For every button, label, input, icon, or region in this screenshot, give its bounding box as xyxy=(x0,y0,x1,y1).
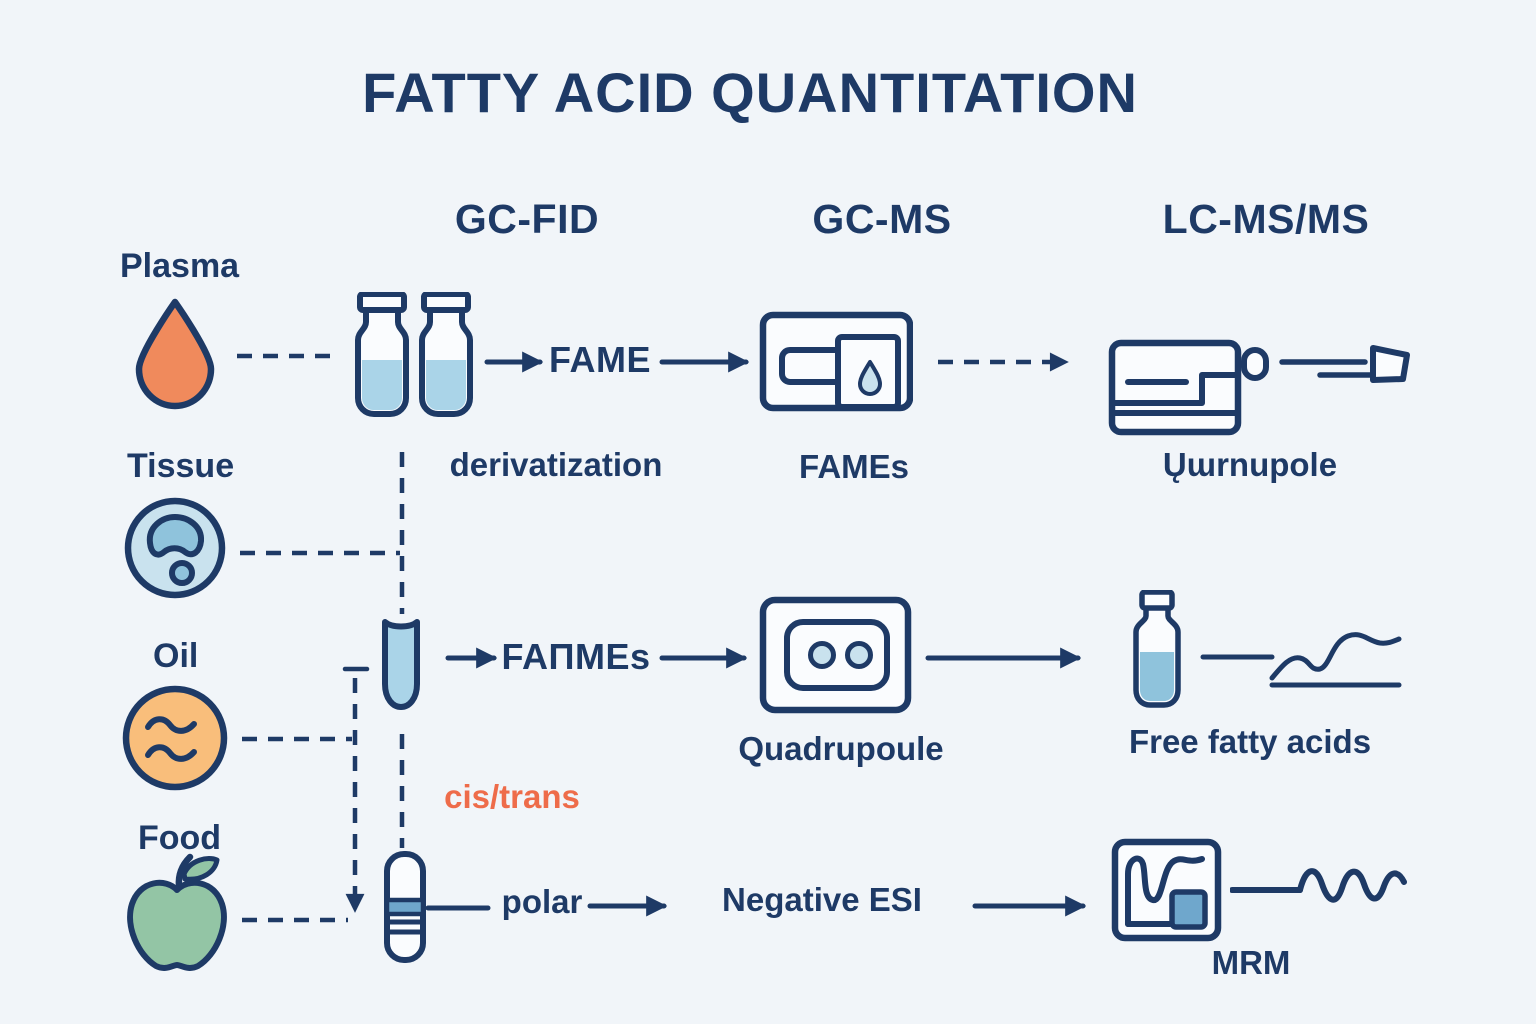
column-header-lc-msms: LC-MS/MS xyxy=(1162,196,1370,242)
gc-ms-instrument-icon xyxy=(759,311,913,412)
quadrupole-detector-icon xyxy=(759,596,912,714)
quadrupoule-label: Quadrupoule xyxy=(738,730,944,767)
signal-wave-icon xyxy=(1230,868,1407,903)
mrm-chart-icon xyxy=(1111,838,1222,942)
polar-label: polar xyxy=(501,883,583,920)
blood-drop-icon xyxy=(135,298,215,410)
fames-label: FAMEs xyxy=(798,448,910,485)
sample-label-food: Food xyxy=(138,819,222,857)
cis-trans-label: cis/trans xyxy=(444,778,580,815)
chromatogram-icon xyxy=(1269,632,1402,688)
fame-label: FAME xyxy=(548,339,652,380)
test-tube-icon xyxy=(382,619,420,710)
column-header-gc-ms: GC-MS xyxy=(812,196,952,242)
free-fatty-acids-label: Free fatty acids xyxy=(1128,723,1372,760)
page-title: FATTY ACID QUANTITATION xyxy=(362,61,1138,124)
ffa-bottle-icon xyxy=(1133,590,1181,708)
negative-esi-label: Negative ESI xyxy=(722,881,922,918)
column-header-gc-fid: GC-FID xyxy=(454,196,600,242)
mrm-label: MRM xyxy=(1211,944,1291,981)
sample-label-tissue: Tissue xyxy=(127,447,235,485)
sample-label-plasma: Plasma xyxy=(120,247,240,285)
lc-msms-instrument-icon xyxy=(1108,339,1410,436)
fanmes-label: FAΠMEs xyxy=(501,636,651,677)
apple-icon xyxy=(127,853,227,971)
derivatization-label: derivatization xyxy=(449,446,663,483)
oil-waves-icon xyxy=(122,685,228,791)
sample-vials-icon xyxy=(355,292,473,417)
tissue-cell-icon xyxy=(124,497,226,599)
sample-label-oil: Oil xyxy=(153,637,199,675)
quadrupole-label: Ųɯrnupole xyxy=(1162,446,1338,483)
spe-cartridge-icon xyxy=(384,851,426,963)
